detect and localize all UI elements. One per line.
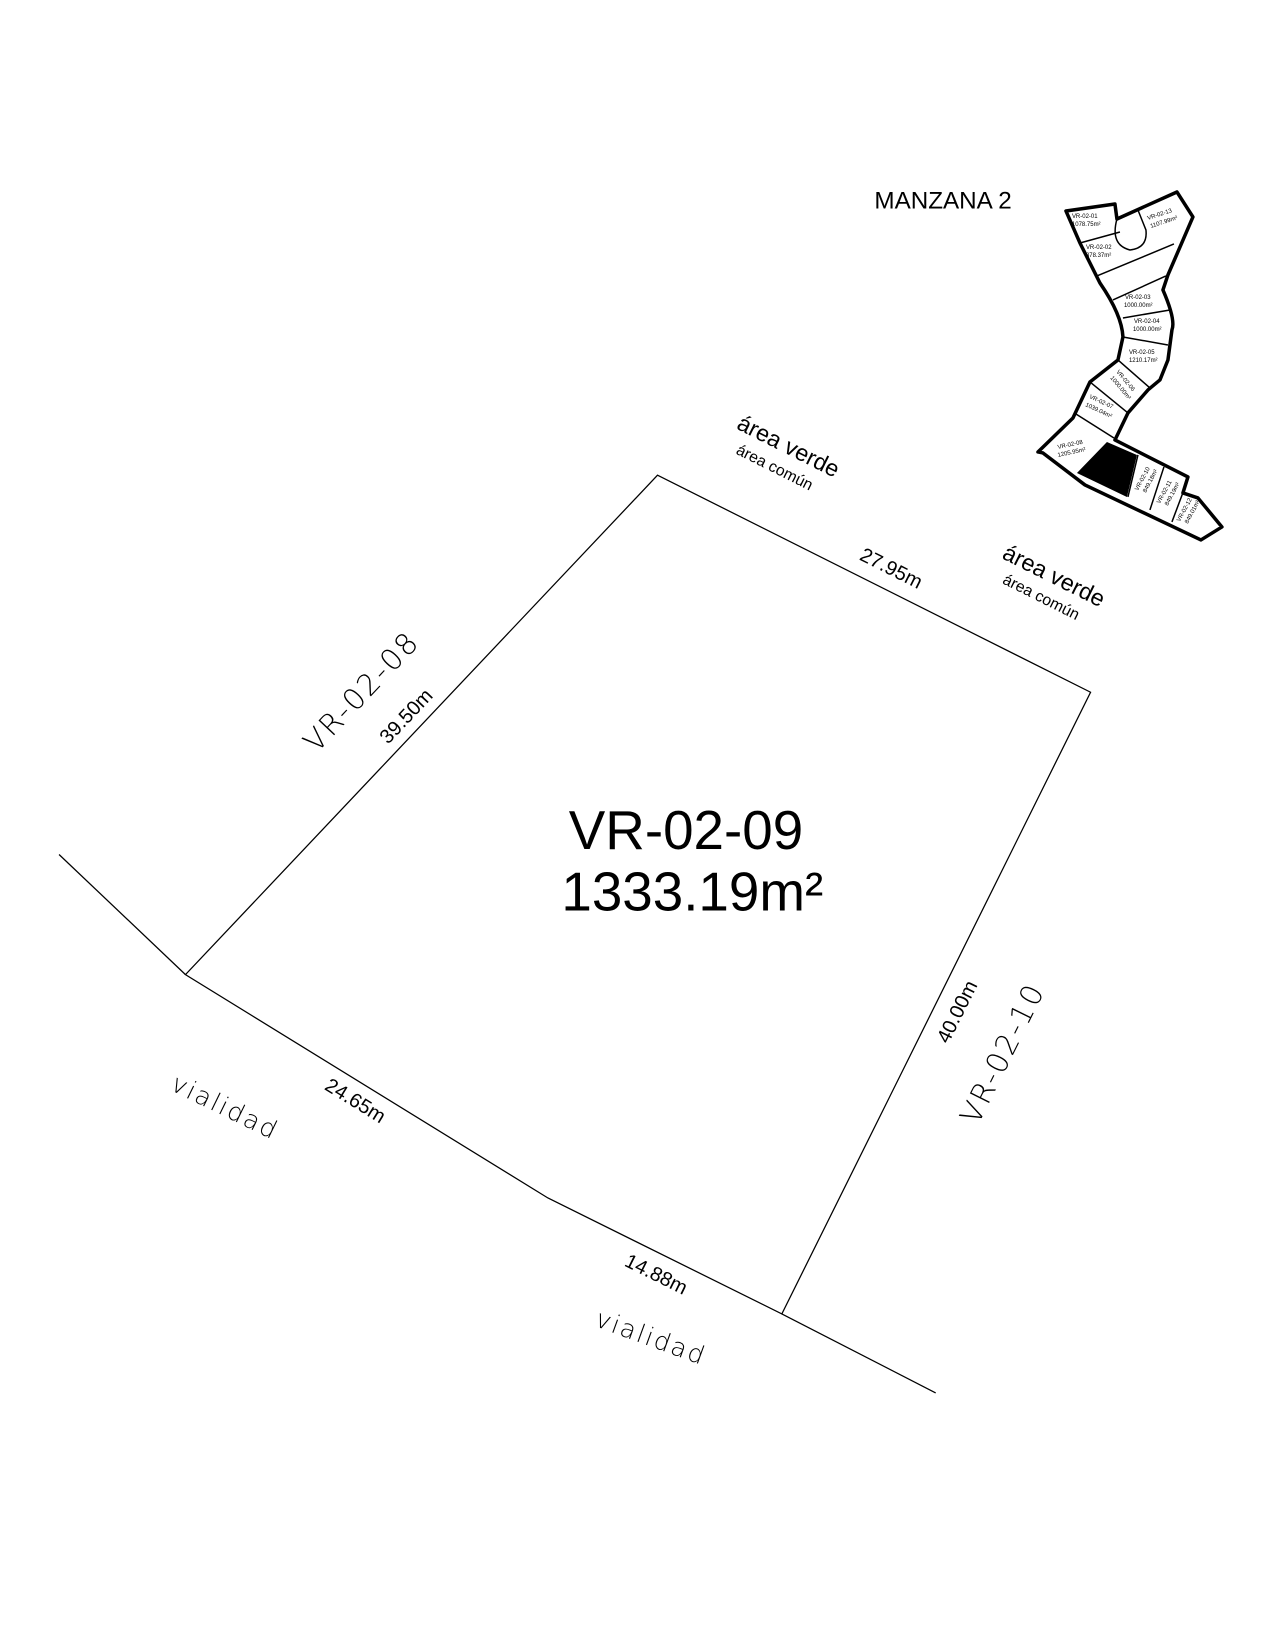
road-edge-line	[781, 1313, 936, 1394]
dim-south-a: 24.65m	[321, 1074, 389, 1128]
dim-east: 40.00m	[933, 977, 982, 1047]
key-lot-id: VR-02-05	[1129, 350, 1155, 356]
neighbor-west: VR-02-08	[297, 625, 427, 759]
key-lot-area: 1000.00m²	[1124, 303, 1153, 309]
highlighted-lot	[1076, 441, 1137, 497]
block-outline	[1036, 190, 1224, 542]
key-lot-area: 878.37m²	[1086, 253, 1111, 259]
key-lot-id: VR-02-04	[1134, 319, 1160, 325]
lot-area: 1333.19m²	[561, 860, 823, 922]
lot-boundary	[184, 474, 1092, 1315]
road-label: vialidad	[167, 1069, 284, 1146]
dim-south-b: 14.88m	[621, 1250, 691, 1299]
dim-north: 27.95m	[856, 544, 926, 594]
dim-west: 39.50m	[376, 685, 438, 749]
key-lot-area: 1078.75m²	[1072, 222, 1101, 228]
key-map: VR-02-01 1078.75m² VR-02-02 878.37m² VR-…	[1036, 190, 1224, 542]
key-lot-id: VR-02-03	[1125, 295, 1151, 301]
key-lot-id: VR-02-02	[1086, 245, 1112, 251]
key-map-title: MANZANA 2	[874, 188, 1011, 215]
key-lot-area: 1000.00m²	[1133, 327, 1162, 333]
lot-id: VR-02-09	[569, 799, 803, 861]
key-lot-area: 1210.17m²	[1129, 358, 1158, 364]
road-label: vialidad	[592, 1304, 711, 1371]
road-edge-line	[58, 854, 186, 976]
key-lot-area: 1205.95m²	[1057, 447, 1086, 459]
key-lot-id: VR-02-08	[1057, 440, 1084, 451]
key-lot-id: VR-02-01	[1072, 214, 1098, 220]
